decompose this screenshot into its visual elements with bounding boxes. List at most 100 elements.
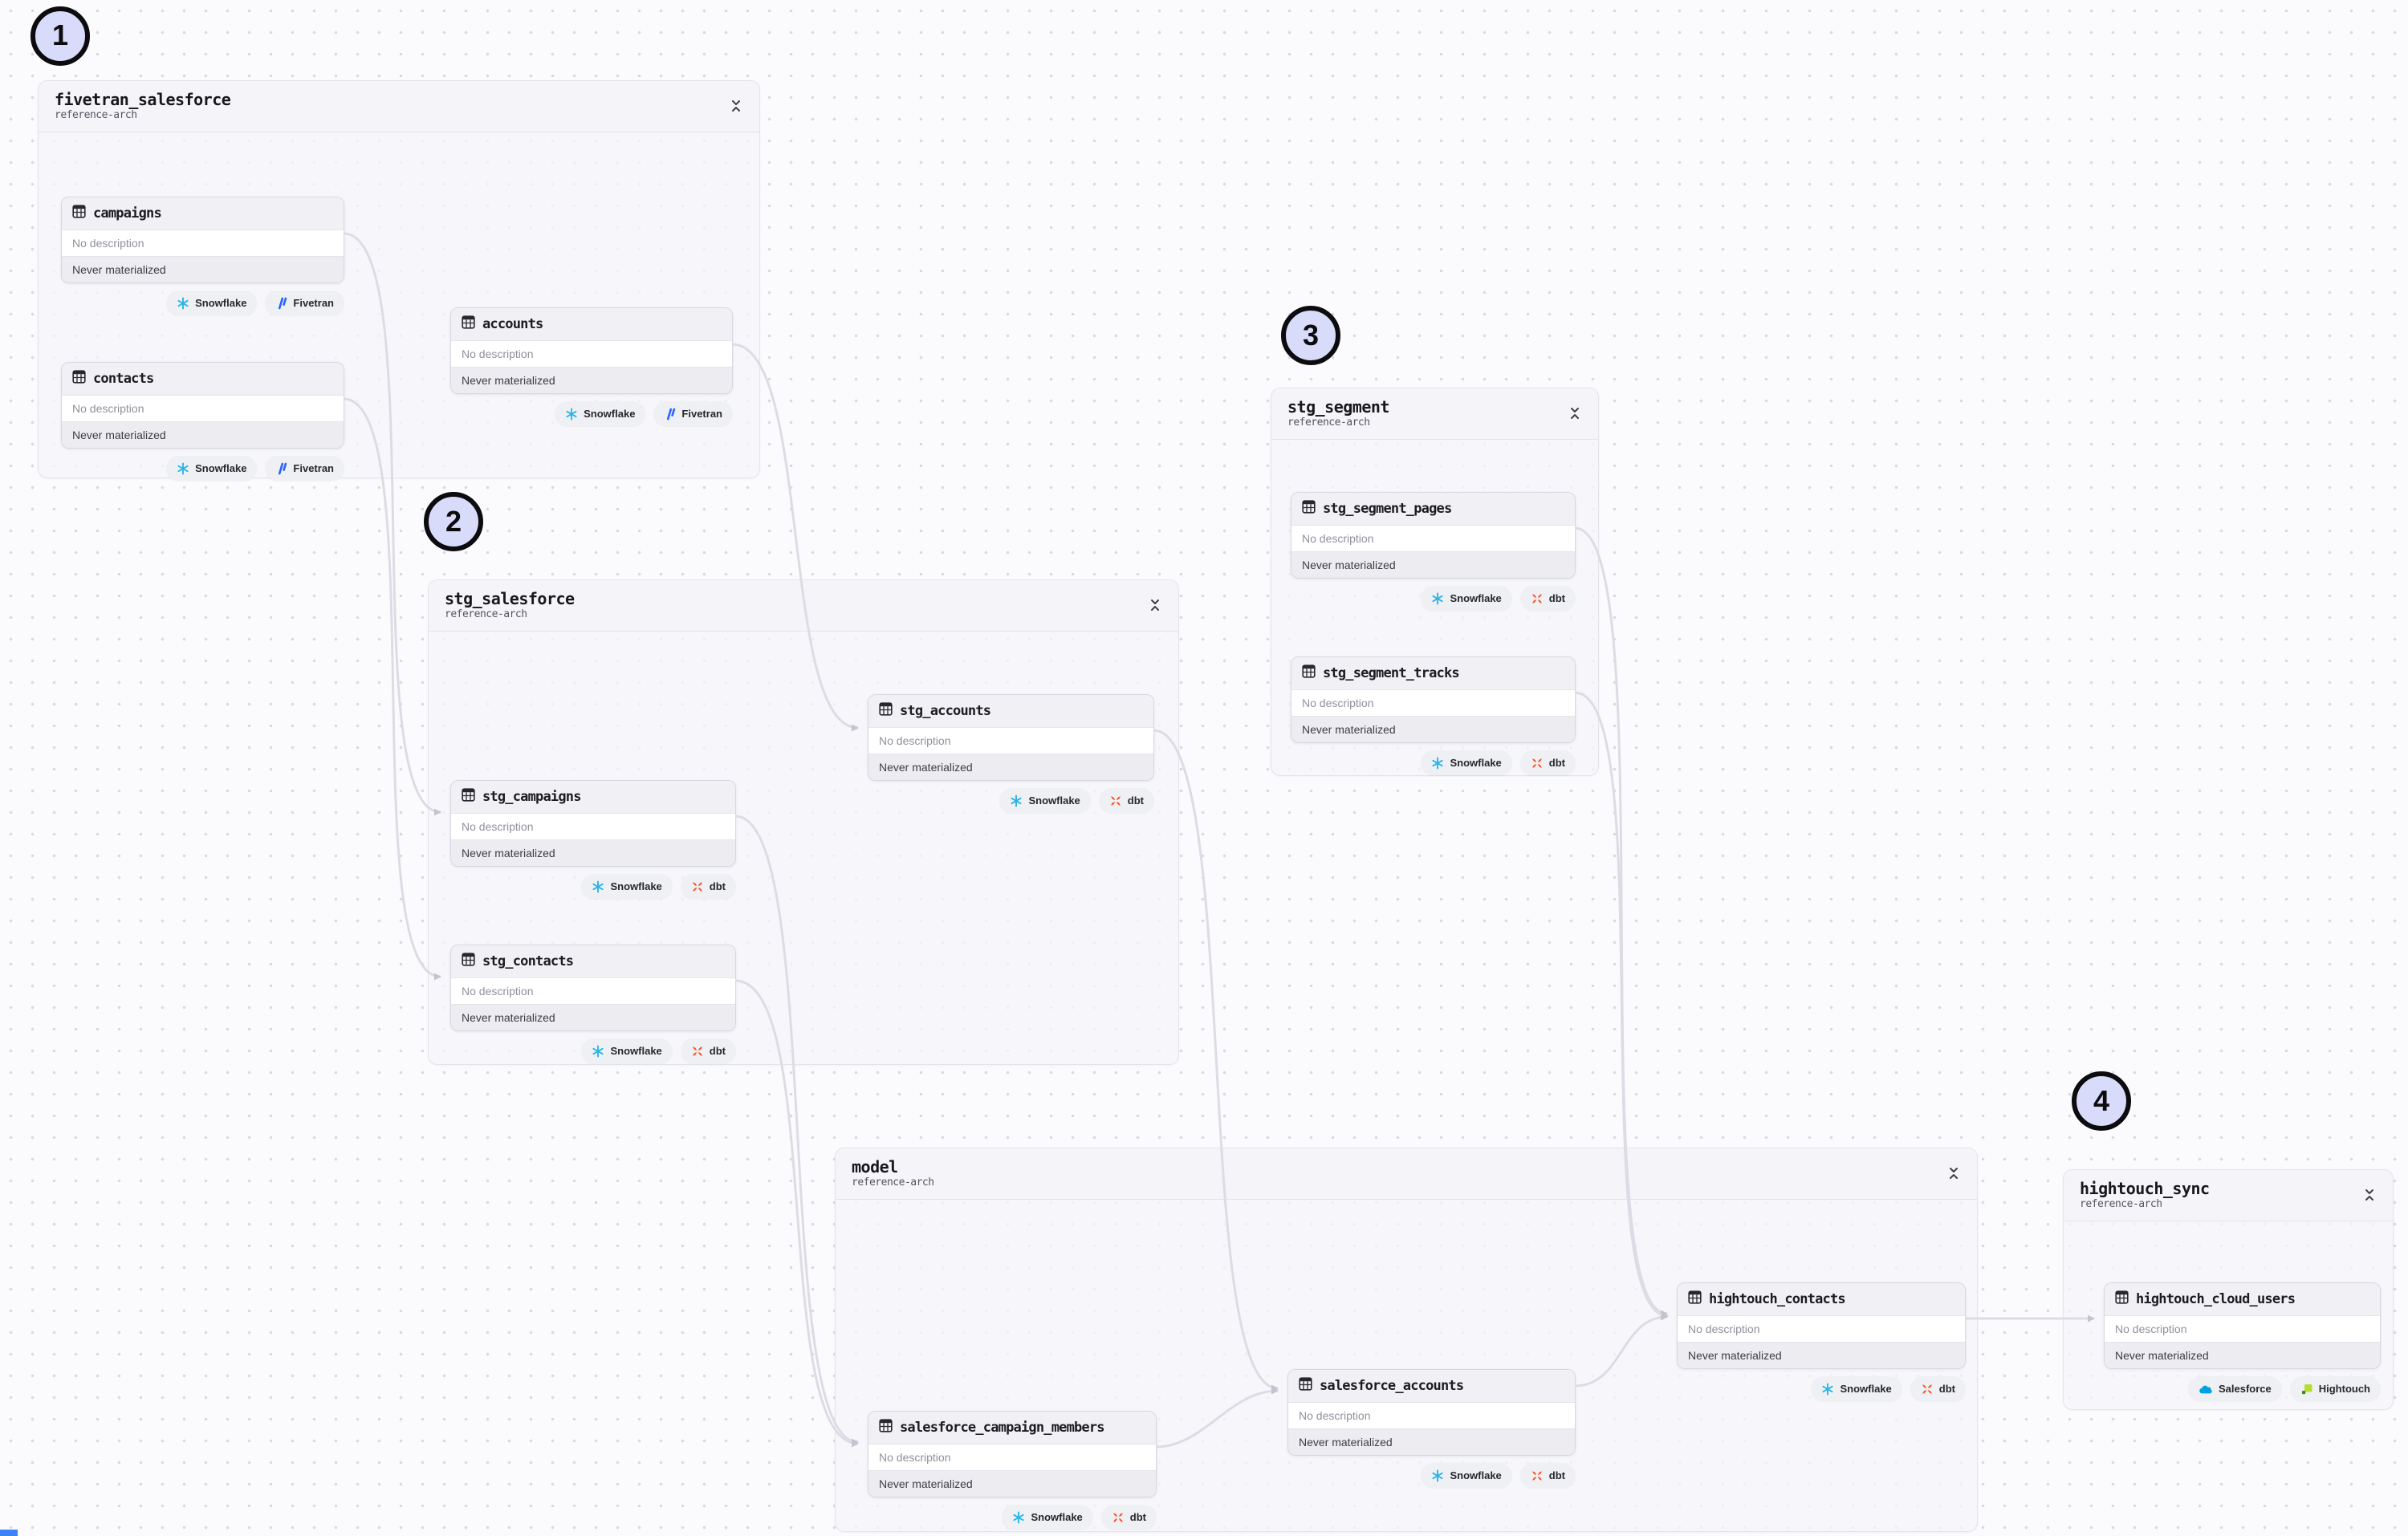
- group-subtitle: reference-arch: [852, 1176, 934, 1189]
- table-node-campaigns[interactable]: campaigns No description Never materiali…: [61, 197, 344, 283]
- badge-dbt[interactable]: dbt: [680, 874, 736, 899]
- table-description: No description: [62, 396, 344, 421]
- group-header[interactable]: hightouch_sync reference-arch: [2064, 1170, 2393, 1221]
- table-node-stg_segment_pages[interactable]: stg_segment_pages No description Never m…: [1291, 492, 1576, 579]
- badge-label: Snowflake: [1450, 592, 1502, 604]
- badge-snowflake[interactable]: Snowflake: [581, 1038, 673, 1063]
- badge-snowflake[interactable]: Snowflake: [581, 874, 673, 899]
- badge-dbt[interactable]: dbt: [680, 1038, 736, 1063]
- annotation-3: 3: [1281, 306, 1340, 365]
- badge-fivetran[interactable]: Fivetran: [265, 291, 344, 315]
- badge-label: Snowflake: [1840, 1383, 1892, 1395]
- annotation-4: 4: [2072, 1071, 2131, 1131]
- table-node-hightouch_cloud_users[interactable]: hightouch_cloud_users No description Nev…: [2104, 1282, 2381, 1369]
- badge-label: Fivetran: [681, 408, 722, 420]
- table-node-contacts[interactable]: contacts No description Never materializ…: [61, 362, 344, 449]
- table-materialization: Never materialized: [868, 1470, 1156, 1497]
- badge-snowflake[interactable]: Snowflake: [555, 401, 646, 426]
- collapse-icon[interactable]: [1148, 598, 1162, 612]
- badge-label: dbt: [1938, 1383, 1955, 1395]
- badge-label: Snowflake: [584, 408, 636, 420]
- badge-dbt[interactable]: dbt: [1100, 1505, 1157, 1530]
- annotation-number: 3: [1302, 319, 1320, 351]
- table-node-stg_accounts[interactable]: stg_accounts No description Never materi…: [868, 694, 1154, 781]
- badge-label: Salesforce: [2218, 1383, 2272, 1395]
- table-node-accounts[interactable]: accounts No description Never materializ…: [450, 307, 733, 394]
- edge-contacts-stg_contacts: [343, 397, 441, 981]
- group-header[interactable]: stg_segment reference-arch: [1271, 388, 1598, 440]
- annotation-2: 2: [424, 492, 483, 551]
- annotation-number: 2: [445, 505, 462, 538]
- table-name: stg_accounts: [900, 703, 991, 719]
- table-materialization: Never materialized: [62, 256, 344, 282]
- table-node-stg_campaigns[interactable]: stg_campaigns No description Never mater…: [450, 780, 736, 867]
- badge-fivetran[interactable]: Fivetran: [653, 401, 733, 426]
- table-materialization: Never materialized: [451, 1004, 735, 1030]
- table-description: No description: [1291, 526, 1575, 551]
- table-description: No description: [1288, 1403, 1575, 1428]
- table-icon: [72, 370, 86, 388]
- table-description: No description: [2105, 1316, 2380, 1342]
- table-icon: [2115, 1290, 2129, 1308]
- table-materialization: Never materialized: [62, 421, 344, 448]
- badge-label: Snowflake: [195, 297, 247, 309]
- group-title: stg_segment: [1287, 397, 1389, 417]
- table-icon: [879, 1419, 893, 1436]
- table-description: No description: [451, 341, 732, 367]
- collapse-icon[interactable]: [2362, 1188, 2377, 1202]
- group-title: model: [852, 1157, 898, 1176]
- badge-label: Fivetran: [293, 297, 334, 309]
- group-model[interactable]: model reference-arch salesforce_campaign…: [835, 1148, 1978, 1532]
- badge-dbt[interactable]: dbt: [1519, 750, 1576, 775]
- group-hightouch_sync[interactable]: hightouch_sync reference-arch hightouch_…: [2063, 1169, 2394, 1410]
- badge-label: dbt: [1548, 757, 1565, 769]
- badge-salesforce[interactable]: Salesforce: [2187, 1376, 2282, 1401]
- group-stg_segment[interactable]: stg_segment reference-arch stg_segment_p…: [1271, 388, 1599, 776]
- badge-dbt[interactable]: dbt: [1098, 788, 1154, 813]
- collapse-icon[interactable]: [1568, 406, 1582, 421]
- badge-hightouch[interactable]: Hightouch: [2289, 1376, 2381, 1401]
- canvas-corner-artifact: [0, 1530, 18, 1536]
- group-stg_salesforce[interactable]: stg_salesforce reference-arch stg_accoun…: [428, 579, 1179, 1065]
- badge-snowflake[interactable]: Snowflake: [1002, 1505, 1093, 1530]
- badge-snowflake[interactable]: Snowflake: [999, 788, 1091, 813]
- table-description: No description: [1291, 690, 1575, 716]
- group-header[interactable]: model reference-arch: [836, 1148, 1977, 1200]
- group-title: fivetran_salesforce: [55, 90, 231, 109]
- group-fivetran_salesforce[interactable]: fivetran_salesforce reference-arch campa…: [38, 80, 760, 481]
- group-header[interactable]: stg_salesforce reference-arch: [429, 580, 1178, 632]
- annotation-number: 1: [51, 18, 69, 51]
- badge-snowflake[interactable]: Snowflake: [1421, 1463, 1512, 1488]
- table-name: accounts: [482, 316, 543, 332]
- group-title: hightouch_sync: [2080, 1179, 2210, 1198]
- badge-snowflake[interactable]: Snowflake: [1811, 1376, 1902, 1401]
- badge-snowflake[interactable]: Snowflake: [1421, 586, 1512, 611]
- table-node-salesforce_campaign_members[interactable]: salesforce_campaign_members No descripti…: [868, 1411, 1157, 1497]
- collapse-icon[interactable]: [1946, 1166, 1961, 1180]
- badge-snowflake[interactable]: Snowflake: [1421, 750, 1512, 775]
- badge-snowflake[interactable]: Snowflake: [166, 291, 258, 315]
- badge-label: Snowflake: [610, 880, 662, 892]
- group-subtitle: reference-arch: [445, 608, 527, 620]
- table-description: No description: [868, 728, 1153, 754]
- badge-label: Snowflake: [1031, 1511, 1083, 1523]
- badge-label: dbt: [1548, 592, 1565, 604]
- table-node-salesforce_accounts[interactable]: salesforce_accounts No description Never…: [1287, 1369, 1576, 1456]
- badge-dbt[interactable]: dbt: [1519, 1463, 1576, 1488]
- badge-dbt[interactable]: dbt: [1910, 1376, 1966, 1401]
- table-icon: [879, 702, 893, 720]
- table-description: No description: [451, 814, 735, 839]
- badge-fivetran[interactable]: Fivetran: [265, 456, 344, 481]
- table-node-stg_segment_tracks[interactable]: stg_segment_tracks No description Never …: [1291, 656, 1576, 743]
- badge-dbt[interactable]: dbt: [1519, 586, 1576, 611]
- table-node-hightouch_contacts[interactable]: hightouch_contacts No description Never …: [1677, 1282, 1966, 1369]
- collapse-icon[interactable]: [729, 99, 743, 113]
- table-description: No description: [868, 1445, 1156, 1470]
- table-node-stg_contacts[interactable]: stg_contacts No description Never materi…: [450, 945, 736, 1031]
- group-header[interactable]: fivetran_salesforce reference-arch: [39, 81, 759, 132]
- table-materialization: Never materialized: [451, 367, 732, 393]
- group-subtitle: reference-arch: [2080, 1198, 2162, 1210]
- badge-snowflake[interactable]: Snowflake: [166, 456, 258, 481]
- table-materialization: Never materialized: [868, 754, 1153, 780]
